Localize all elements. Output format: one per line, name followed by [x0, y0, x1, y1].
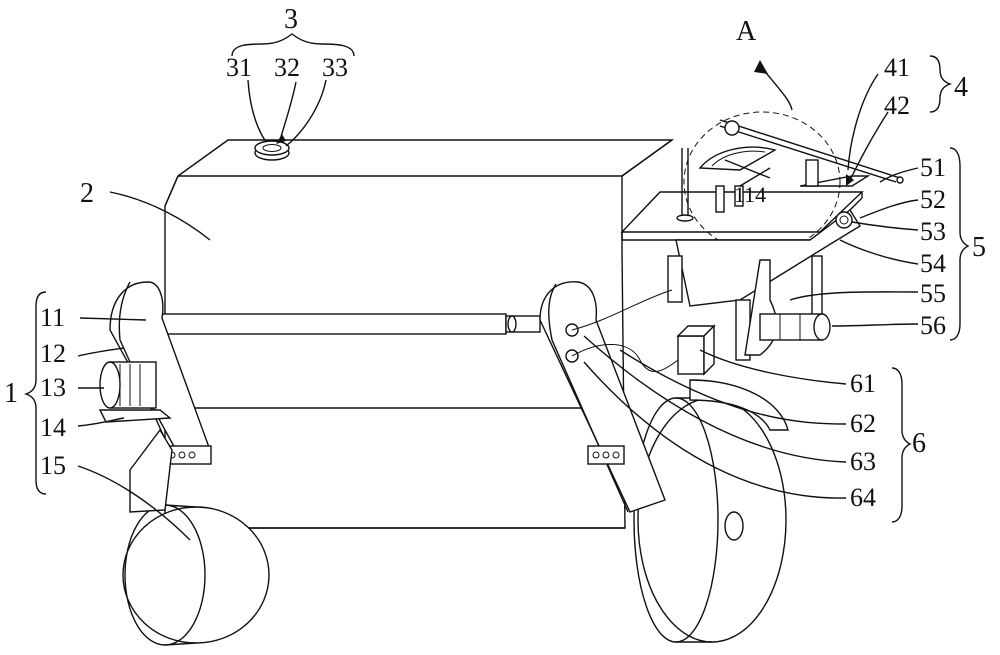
- label-12: 12: [40, 339, 66, 368]
- left-strut: [129, 428, 173, 513]
- label-61: 61: [850, 369, 876, 398]
- label-11: 11: [40, 303, 65, 332]
- sensor-box: [676, 324, 716, 376]
- label-62: 62: [850, 409, 876, 438]
- label-52: 52: [920, 185, 946, 214]
- label-55: 55: [920, 279, 946, 308]
- label-42: 42: [884, 91, 910, 120]
- right-wheel: [633, 379, 789, 643]
- axle-shaft: [142, 313, 541, 335]
- left-arm: [109, 281, 212, 465]
- filler-cap: [254, 140, 290, 161]
- wire-lower: [571, 344, 679, 372]
- right-arm: [539, 281, 666, 513]
- label-31: 31: [226, 53, 252, 82]
- label-5: 5: [972, 232, 986, 263]
- label-51: 51: [920, 153, 946, 182]
- label-54: 54: [920, 249, 946, 278]
- motor: [98, 361, 172, 423]
- label-a: A: [736, 16, 757, 47]
- label-114: 114: [734, 182, 766, 207]
- label-6: 6: [912, 428, 926, 459]
- label-1: 1: [4, 378, 18, 409]
- label-2: 2: [80, 178, 94, 209]
- label-64: 64: [850, 483, 876, 512]
- label-13: 13: [40, 373, 66, 402]
- label-41: 41: [884, 53, 910, 82]
- top-platform: [620, 119, 904, 241]
- label-15: 15: [40, 451, 66, 480]
- label-33: 33: [322, 53, 348, 82]
- wire-upper: [571, 289, 673, 331]
- side-bracket: [667, 208, 861, 361]
- label-14: 14: [40, 413, 66, 442]
- label-53: 53: [920, 217, 946, 246]
- label-32: 32: [274, 53, 300, 82]
- detail-circle-a: [683, 111, 841, 253]
- label-3: 3: [284, 4, 298, 35]
- callout-labels: 3 31 32 33 A 41 42 4 2 51 52 53 54 55 56…: [4, 4, 986, 512]
- label-56: 56: [920, 311, 946, 340]
- label-63: 63: [850, 447, 876, 476]
- label-4: 4: [954, 72, 968, 103]
- leader-lines: [23, 33, 970, 541]
